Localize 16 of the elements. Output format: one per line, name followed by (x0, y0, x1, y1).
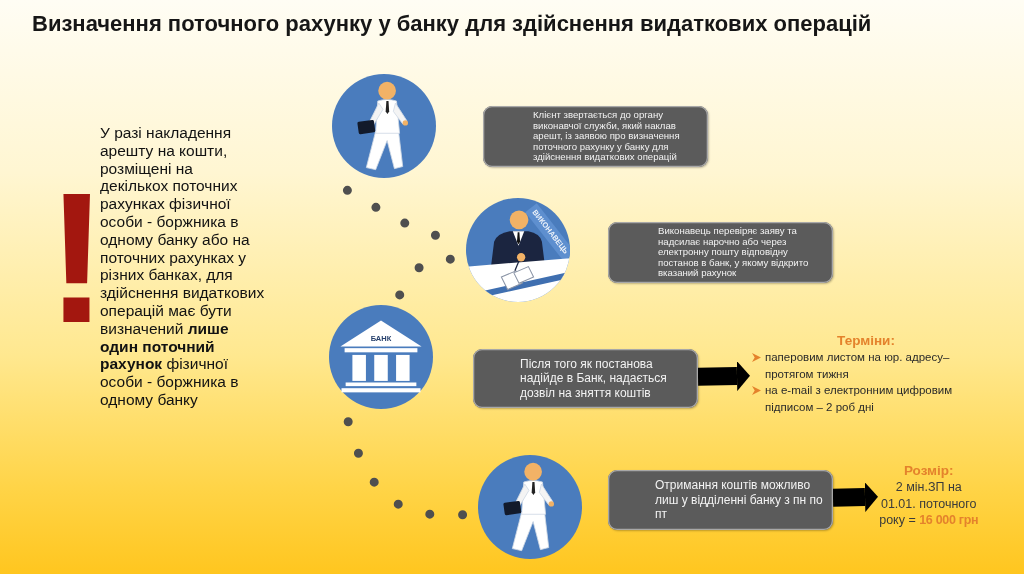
step-box: Виконавець перевіряє заяву та надсилає нарочно або через електронну пошту відповідну постанов в банк, у якому відкрито вказаний рахунок (608, 222, 833, 283)
title: Визначення поточного рахунку у банку для здійснення видаткових операцій (32, 11, 872, 37)
list-text: на e-mail з електронним цифровим підписом – 2 роб дні (765, 383, 954, 415)
step-box: Після того як постанова надійде в Банк, надається дозвіл на зняття коштів (473, 349, 698, 408)
body-text: 2 мін.ЗП на 01.01. поточного року = 16 000 грн (878, 479, 980, 529)
step-box: Клієнт звертається до органу виконавчої служби, який наклав арешт, із заявою про визначення поточного рахунку у банку для здійснення видаткових операцій (483, 106, 708, 167)
walking-man-picture (478, 455, 582, 559)
arrow (697, 361, 750, 392)
heading: Терміни: (837, 333, 895, 349)
clerk-at-desk-picture (466, 198, 570, 302)
body-text: У разі накладення арешту на кошти, розміщені на декількох поточних рахунках фізичної особи - боржника в одному банку або на поточних рахунках у різних банках, для здійснення видаткових операцій має бути визначений лише один поточний рахунок фізичної особи - боржника в одному банку (100, 124, 265, 409)
heading: Розмір: (903, 463, 954, 479)
step-box: Отримання коштів можливо лиш у відділенні банку з пн по пт (608, 470, 833, 530)
bank-building-picture (329, 305, 433, 409)
arrow (832, 482, 878, 513)
walking-man-picture (332, 74, 436, 178)
